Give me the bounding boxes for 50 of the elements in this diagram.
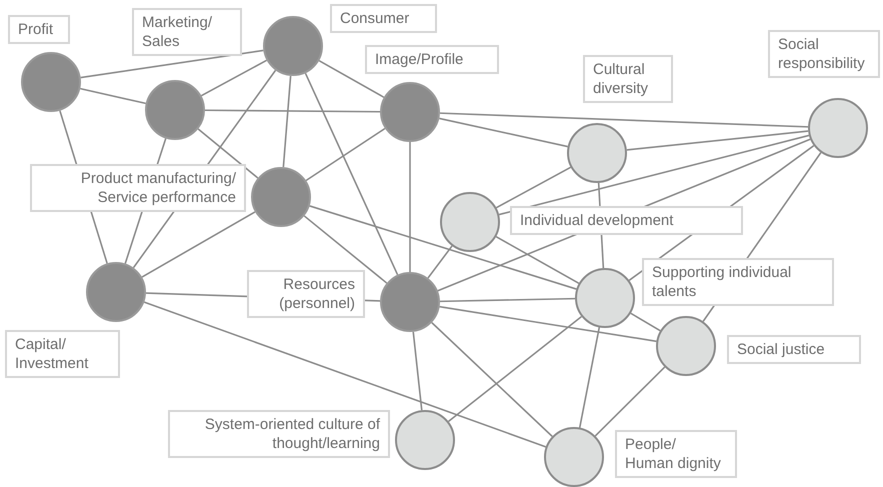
connector-line (306, 128, 386, 182)
connector-line (198, 128, 258, 179)
connector-line (427, 246, 453, 278)
connector-line (409, 142, 411, 272)
light-circle (575, 268, 635, 328)
connector-line (431, 322, 553, 437)
node-label: Cultural diversity (583, 55, 673, 103)
node-label: Social responsibility (768, 30, 880, 78)
connector-line (496, 236, 580, 284)
connector-line (80, 50, 264, 78)
connector-line (412, 332, 423, 410)
connector-line (205, 109, 380, 113)
connector-line (304, 215, 388, 284)
node-label: Consumer (330, 4, 437, 33)
connector-line (282, 76, 292, 168)
connector-line (144, 301, 546, 448)
light-circle (656, 316, 716, 376)
connector-line (80, 88, 146, 104)
light-circle (544, 427, 604, 487)
connector-line (448, 316, 582, 422)
node-label: Individual development (510, 206, 743, 235)
connector-line (440, 306, 656, 342)
connector-line (439, 118, 568, 148)
filled-circle (263, 16, 323, 76)
connector-line (498, 134, 810, 216)
connector-line (440, 112, 808, 128)
connector-line (304, 72, 398, 276)
node-label: People/ Human dignity (615, 430, 737, 478)
node-label: Supporting individual talents (642, 258, 834, 306)
node-label: Marketing/ Sales (132, 8, 242, 56)
node-label: Product manufacturing/ Service performance (30, 164, 246, 212)
connector-line (496, 166, 572, 208)
node-label: Resources (personnel) (247, 270, 365, 318)
connector-line (594, 366, 666, 436)
connector-line (440, 298, 576, 302)
connector-line (578, 327, 600, 428)
node-label: Profit (8, 15, 70, 44)
node-label: Social justice (727, 335, 861, 364)
connector-line (318, 60, 384, 98)
light-circle (567, 123, 627, 183)
connector-line (630, 312, 661, 332)
connector-line (200, 60, 268, 96)
light-circle (440, 192, 500, 252)
filled-circle (380, 272, 440, 332)
node-label: System-oriented culture of thought/learning (168, 410, 390, 458)
connector-line (142, 211, 256, 278)
node-label: Image/Profile (365, 45, 499, 74)
connector-line (309, 205, 577, 290)
node-label: Capital/ Investment (5, 330, 120, 378)
connector-line (626, 130, 808, 151)
